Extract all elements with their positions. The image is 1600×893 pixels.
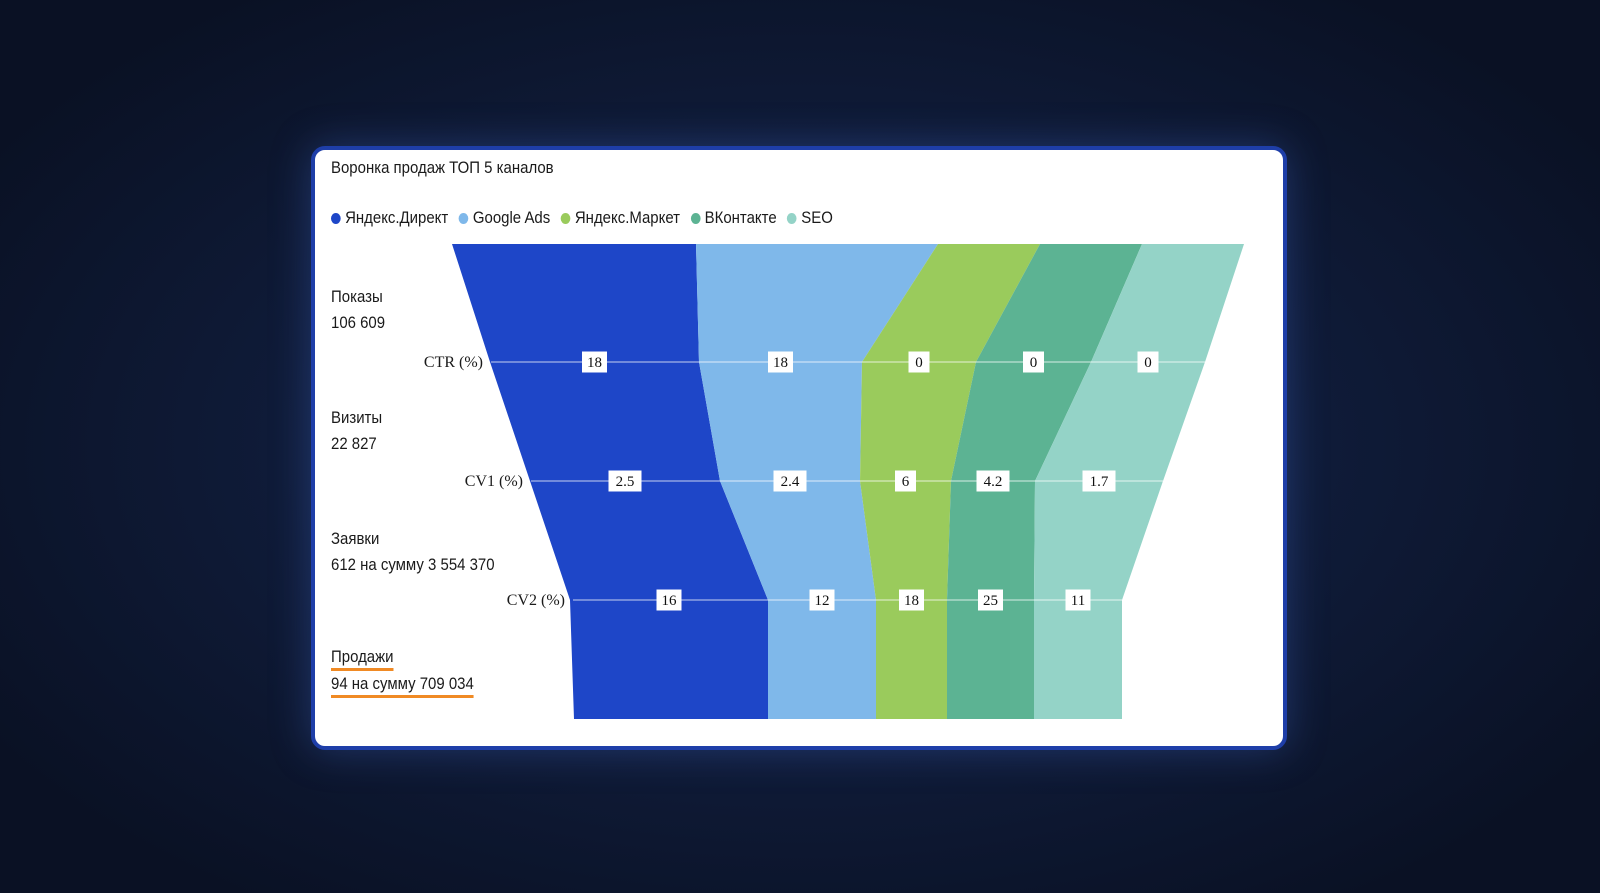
value-label: 1.7 <box>1090 474 1109 490</box>
value-label: 4.2 <box>984 474 1003 490</box>
legend-label: ВКонтакте <box>704 208 777 227</box>
legend-label: SEO <box>801 208 833 227</box>
value-label-box <box>1137 351 1159 373</box>
value-label-box <box>1082 470 1116 492</box>
legend: Яндекс.Директ Google Ads Яндекс.Маркет В… <box>331 208 843 228</box>
rate-label: CTR (%) <box>424 354 483 371</box>
chart-title: Воронка продаж ТОП 5 каналов <box>331 158 554 177</box>
stage-name: Продажи <box>331 646 394 671</box>
stage-value: 612 на сумму 3 554 370 <box>331 555 495 574</box>
legend-dot-icon <box>331 212 341 224</box>
legend-label: Яндекс.Директ <box>345 208 449 227</box>
value-label-box <box>656 589 682 611</box>
legend-item-yandex-market[interactable]: Яндекс.Маркет <box>560 208 681 228</box>
value-label-box <box>895 470 916 492</box>
value-label-box <box>976 470 1010 492</box>
legend-dot-icon <box>560 212 571 224</box>
value-label: 2.4 <box>781 474 800 490</box>
stage-visits: Визиты 22 827 <box>331 405 382 457</box>
legend-item-yandex-direct[interactable]: Яндекс.Директ <box>331 208 448 228</box>
value-label-box <box>978 589 1003 611</box>
value-label: 18 <box>587 355 602 371</box>
legend-dot-icon <box>787 212 797 224</box>
value-label-box <box>908 351 930 373</box>
stage-impressions: Показы 106 609 <box>331 284 385 336</box>
value-label: 0 <box>1030 355 1038 371</box>
value-label-box <box>608 470 642 492</box>
legend-dot-icon <box>458 212 469 224</box>
stage-name: Заявки <box>331 529 380 548</box>
value-label: 11 <box>1071 593 1085 609</box>
rate-label: CV1 (%) <box>465 473 523 490</box>
stage-name: Визиты <box>331 408 383 427</box>
legend-item-vkontakte[interactable]: ВКонтакте <box>690 208 777 228</box>
value-label: 6 <box>902 474 910 490</box>
value-label: 0 <box>915 355 923 371</box>
stage-sales: Продажи 94 на сумму 709 034 <box>331 644 474 698</box>
legend-item-google-ads[interactable]: Google Ads <box>458 208 551 228</box>
funnel-chart-card: Воронка продаж ТОП 5 каналов Яндекс.Дире… <box>311 146 1287 750</box>
legend-label: Google Ads <box>472 208 551 227</box>
value-label: 16 <box>662 593 678 609</box>
stage-leads: Заявки 612 на сумму 3 554 370 <box>331 526 495 578</box>
value-label-box <box>809 589 835 611</box>
value-label: 12 <box>815 593 830 609</box>
rate-label: CV2 (%) <box>507 592 565 609</box>
value-label-box <box>1023 351 1044 373</box>
value-label-box <box>582 351 607 373</box>
value-label: 2.5 <box>616 474 635 490</box>
value-label-box <box>773 470 807 492</box>
value-label: 18 <box>904 593 919 609</box>
stage-value: 22 827 <box>331 434 377 453</box>
legend-label: Яндекс.Маркет <box>574 208 681 227</box>
stage-name: Показы <box>331 287 383 306</box>
value-label: 18 <box>773 355 788 371</box>
value-label-box <box>768 351 793 373</box>
stage-value: 106 609 <box>331 313 386 332</box>
value-label: 25 <box>983 593 998 609</box>
value-label-box <box>899 589 924 611</box>
legend-item-seo[interactable]: SEO <box>787 208 833 228</box>
legend-dot-icon <box>690 212 701 224</box>
stage-value: 94 на сумму 709 034 <box>331 673 474 698</box>
value-label-box <box>1065 589 1091 611</box>
value-label: 0 <box>1144 355 1152 371</box>
